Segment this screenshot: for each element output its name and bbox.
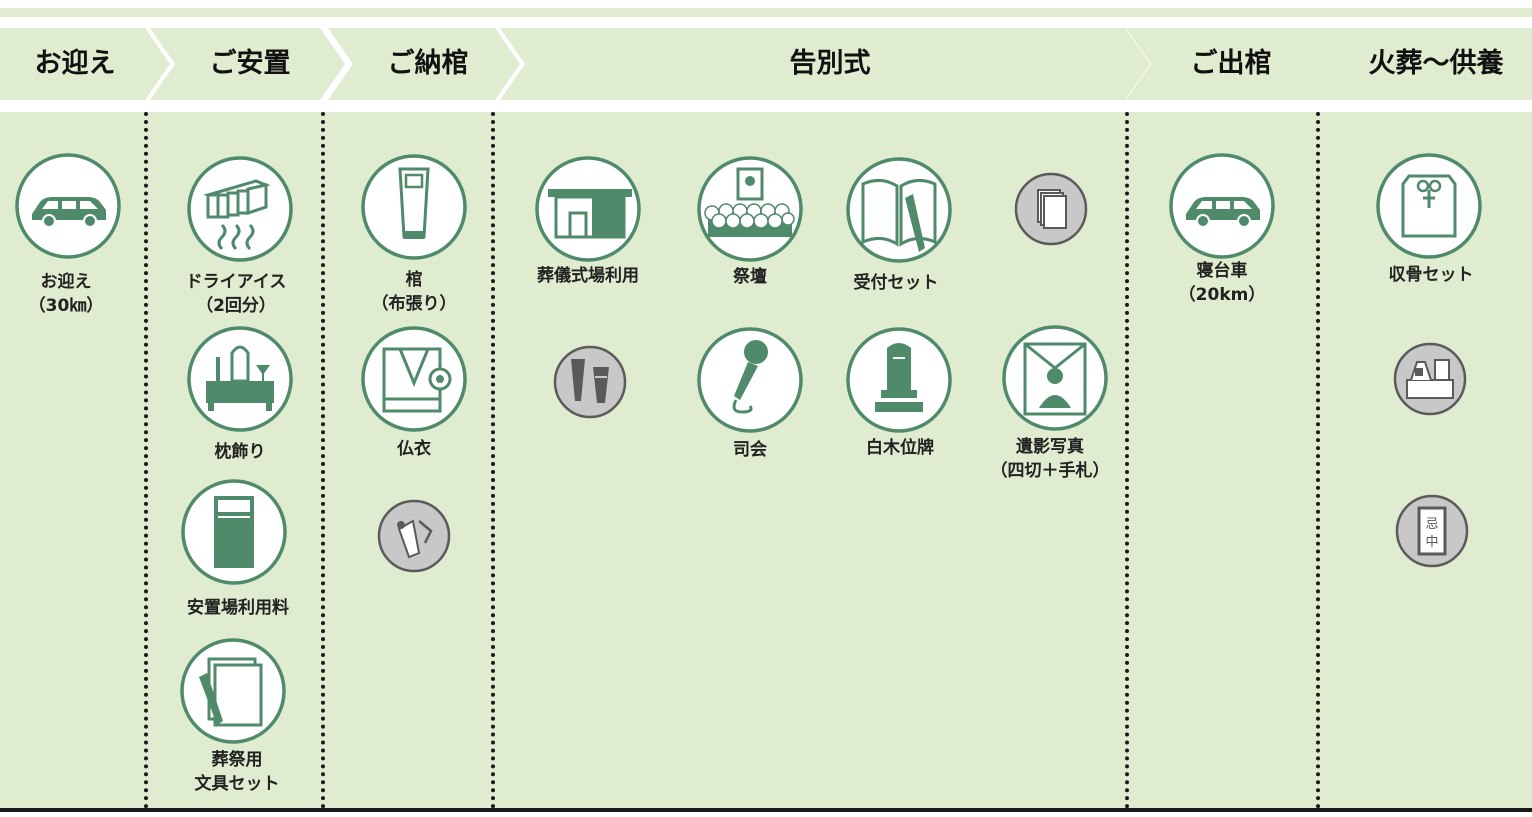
step-label: 火葬～供養 <box>1368 48 1504 79</box>
caption-line: （2回分） <box>196 296 276 316</box>
column-divider <box>1316 112 1320 809</box>
bottom-rule <box>0 808 1532 812</box>
item-caption: ドライアイス （2回分） <box>186 270 287 318</box>
item-caption: 葬祭用 文具セット <box>195 748 280 796</box>
step-label: お迎え <box>34 48 116 79</box>
caption-line: （四切＋手札） <box>990 461 1110 481</box>
column-divider <box>321 112 325 809</box>
microphone-icon <box>697 327 803 433</box>
step-mukae: お迎え <box>0 28 170 100</box>
stationery-icon <box>180 638 286 744</box>
caption-line: （30㎞） <box>28 296 104 316</box>
caption-line: 司会 <box>733 440 767 460</box>
papers-icon <box>1014 172 1088 246</box>
item-caption: お迎え （30㎞） <box>29 270 104 318</box>
portrait-icon <box>1002 325 1108 431</box>
step-label: ご出棺 <box>1190 48 1272 79</box>
kichu-sign-icon: 忌 中 <box>1395 494 1469 568</box>
item-caption: 枕飾り <box>215 440 266 464</box>
kichu-text-bottom: 中 <box>1425 535 1438 550</box>
step-anchi: ご安置 <box>150 28 345 100</box>
reception-book-icon <box>846 157 952 263</box>
caption-line: 棺 <box>405 270 423 290</box>
item-caption: 受付セット <box>854 271 939 295</box>
item-caption: 遺影写真 （四切＋手札） <box>991 435 1110 483</box>
van-icon <box>1169 153 1275 259</box>
pillow-altar-icon <box>187 326 293 432</box>
column-divider <box>1125 112 1129 809</box>
item-caption: 安置場利用料 <box>187 596 289 620</box>
caption-line: 安置場利用料 <box>187 598 289 618</box>
caption-line: 寝台車 <box>1196 261 1248 281</box>
caption-line: 受付セット <box>853 273 939 293</box>
step-kokubetsu: 告別式 <box>500 28 1150 100</box>
van-icon <box>15 153 121 259</box>
caption-line: 白木位牌 <box>866 438 934 458</box>
step-arrow <box>1126 28 1346 100</box>
coffin-icon <box>361 154 467 260</box>
step-arrow <box>1320 28 1532 100</box>
item-caption: 司会 <box>733 438 767 462</box>
step-label: ご納棺 <box>387 48 469 79</box>
cups-icon <box>553 345 627 419</box>
item-caption: 白木位牌 <box>866 436 934 460</box>
item-caption: 寝台車 （20km） <box>1179 259 1266 307</box>
step-arrow <box>500 28 1150 100</box>
hall-icon <box>535 156 641 262</box>
caption-line: お迎え <box>40 272 92 292</box>
step-arrow <box>150 28 345 100</box>
step-shukkan: ご出棺 <box>1126 28 1346 100</box>
step-arrow <box>328 28 520 100</box>
step-arrow <box>0 28 170 100</box>
caption-line: 収骨セット <box>1388 265 1474 285</box>
caption-line: 仏衣 <box>397 439 431 459</box>
step-nokan: ご納棺 <box>328 28 520 100</box>
urn-cover-icon <box>1376 153 1482 259</box>
kichu-text-top: 忌 <box>1425 517 1438 532</box>
caption-line: 文具セット <box>194 774 280 794</box>
item-caption: 仏衣 <box>397 437 431 461</box>
bed-icon <box>181 479 287 585</box>
caption-line: 葬儀式場利用 <box>537 266 639 286</box>
column-divider <box>491 112 495 809</box>
item-caption: 収骨セット <box>1389 263 1474 287</box>
caption-line: 祭壇 <box>733 267 767 287</box>
item-caption: 葬儀式場利用 <box>537 264 639 288</box>
caption-line: 枕飾り <box>214 442 266 462</box>
altar-icon <box>697 156 803 262</box>
makeup-icon <box>377 499 451 573</box>
caption-line: （布張り） <box>371 294 457 314</box>
caption-line: 遺影写真 <box>1016 437 1084 457</box>
memorial-altar-icon <box>1393 342 1467 416</box>
caption-line: ドライアイス <box>185 272 287 292</box>
caption-line: （20km） <box>1178 285 1266 305</box>
item-caption: 祭壇 <box>733 265 767 289</box>
column-divider <box>144 112 148 809</box>
ihai-tablet-icon <box>846 327 952 433</box>
item-caption: 棺 （布張り） <box>372 268 457 316</box>
caption-line: 葬祭用 <box>211 750 263 770</box>
step-kaso-kuyo: 火葬～供養 <box>1320 28 1532 100</box>
top-band <box>0 8 1532 17</box>
step-header: お迎え ご安置 ご納棺 告別式 ご出棺 火葬～供養 <box>0 28 1532 100</box>
kimono-icon <box>361 326 467 432</box>
step-label: ご安置 <box>209 48 291 79</box>
step-label: 告別式 <box>789 48 871 79</box>
dry-ice-icon <box>187 156 293 262</box>
